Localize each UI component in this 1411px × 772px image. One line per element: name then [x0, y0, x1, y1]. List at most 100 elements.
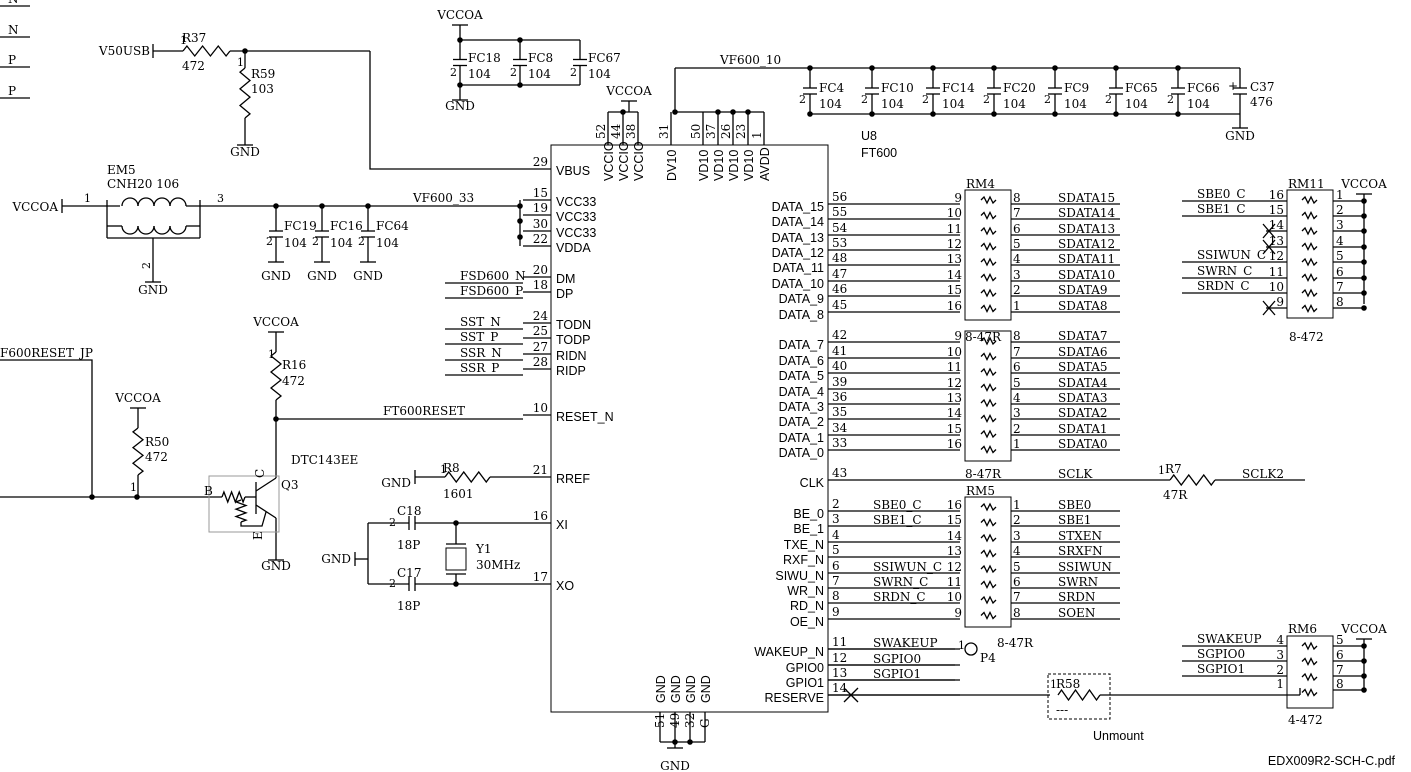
pin-number: 13 [947, 544, 962, 558]
no-connect [1262, 223, 1276, 239]
net-label: FSD600_N [460, 269, 526, 283]
gnd-label: GND [353, 269, 383, 283]
r37-value: 472 [182, 59, 205, 73]
pin-number: 47 [832, 267, 847, 281]
c18-value: 18P [397, 538, 420, 552]
pin-number: 49 [668, 713, 682, 728]
net-sclk: SCLK [1058, 467, 1093, 481]
pin-number: 32 [683, 713, 697, 728]
junction-dot [1361, 259, 1367, 265]
net-label: SDATA15 [1058, 191, 1115, 205]
pin-number: 1 [1276, 677, 1284, 691]
polarity-mark: + [1228, 79, 1238, 93]
pin-number: 5 [832, 543, 840, 557]
pin-number: 12 [832, 651, 847, 665]
cap-value: 104 [881, 97, 904, 111]
r59-ref: R59 [251, 67, 275, 81]
cap-value: 104 [528, 67, 551, 81]
pin-name: VD10 [727, 150, 741, 181]
em5-ref: EM5 [107, 163, 136, 177]
pin-number: 2 [140, 262, 153, 269]
junction-dot [1361, 275, 1367, 281]
pin-number: 9 [954, 329, 962, 343]
rpak-element [980, 226, 997, 236]
r50 [131, 427, 145, 476]
pin-name: DATA_5 [779, 369, 824, 383]
r58 [1057, 688, 1101, 702]
pin-number: 10 [947, 590, 962, 604]
q3-pin-b: B [204, 484, 213, 498]
r58-unmount-box [1047, 673, 1111, 720]
pin-number: 25 [533, 324, 548, 338]
p4-ref: P4 [980, 651, 996, 665]
r59 [238, 67, 252, 119]
junction-dot [517, 234, 523, 240]
rm6 [1286, 635, 1334, 709]
net-label: SRXFN [1058, 544, 1103, 558]
rm4 [964, 189, 1012, 321]
pin-number: 2 [1336, 203, 1344, 217]
junction-dot [1361, 244, 1367, 250]
pin-number: 9 [832, 605, 840, 619]
junction-dot [1361, 198, 1367, 204]
pin-number: 6 [1013, 222, 1021, 236]
pin-number: 13 [947, 391, 962, 405]
net-label: SWRN_C [873, 575, 928, 589]
net-label: SBE0_C [1197, 187, 1246, 201]
r59-value: 103 [251, 82, 274, 96]
rm5-ref: RM5 [966, 484, 995, 498]
pin-number: 2 [1105, 93, 1112, 106]
rpak-element [1301, 304, 1318, 313]
pin-number: 27 [533, 340, 548, 354]
p4-testpoint [964, 642, 978, 656]
pin-number: 8 [1013, 329, 1021, 343]
pin-number: 7 [1013, 345, 1021, 359]
pin-number: 9 [1276, 295, 1284, 309]
pin-number: 35 [832, 405, 847, 419]
cap-ref: FC66 [1187, 81, 1220, 95]
net-label: SDATA2 [1058, 406, 1108, 420]
rpak-element [980, 549, 997, 558]
pin-number: 10 [947, 345, 962, 359]
pin-number: 15 [1269, 203, 1284, 217]
pin-name: TODN [556, 318, 591, 332]
pin-number: 2 [389, 577, 396, 590]
pin-name: DM [556, 272, 575, 286]
c37-ref: C37 [1250, 80, 1274, 94]
pin-number: 4 [832, 528, 840, 542]
pin-number: 55 [832, 205, 847, 219]
cap-ref: FC19 [284, 219, 317, 233]
vccoa-label: VCCOA [1340, 177, 1387, 191]
rm5-value: 8-47R [997, 636, 1034, 650]
pin-number: 1 [958, 639, 965, 652]
pin-number: 14 [947, 406, 963, 420]
rpak-element [1301, 641, 1318, 651]
pin-number: 45 [832, 298, 847, 312]
pin-number: 37 [704, 124, 718, 139]
pin-number: 1 [1013, 498, 1021, 512]
pin-number: 2 [1044, 93, 1051, 106]
pin-name: VBUS [556, 164, 590, 178]
pin-number: 48 [832, 251, 847, 265]
pin-number: 3 [1013, 406, 1021, 420]
pin-number: 1 [130, 481, 137, 494]
gnd-label: GND [261, 269, 291, 283]
pin-number: 24 [533, 309, 549, 323]
gnd-label: GND [381, 476, 411, 490]
pin-name: DATA_14 [772, 215, 824, 229]
pin-name: DATA_13 [772, 231, 824, 245]
pin-number: 7 [1013, 206, 1021, 220]
gnd-label: GND [321, 552, 351, 566]
cap-value: 104 [1064, 97, 1087, 111]
vccoa-label: VCCOA [11, 200, 58, 214]
pin-number: 2 [1167, 93, 1174, 106]
pin-number: 11 [1269, 265, 1284, 279]
pin-number: 2 [799, 93, 806, 106]
net-label: SGPIO0 [1197, 647, 1245, 661]
junction-dot [1361, 290, 1367, 296]
pin-name: RESERVE [764, 691, 824, 705]
pin-number: 2 [1013, 283, 1021, 297]
r16-ref: R16 [282, 358, 306, 372]
pin-number: 7 [1013, 590, 1021, 604]
pin-name: TXE_N [784, 538, 824, 552]
